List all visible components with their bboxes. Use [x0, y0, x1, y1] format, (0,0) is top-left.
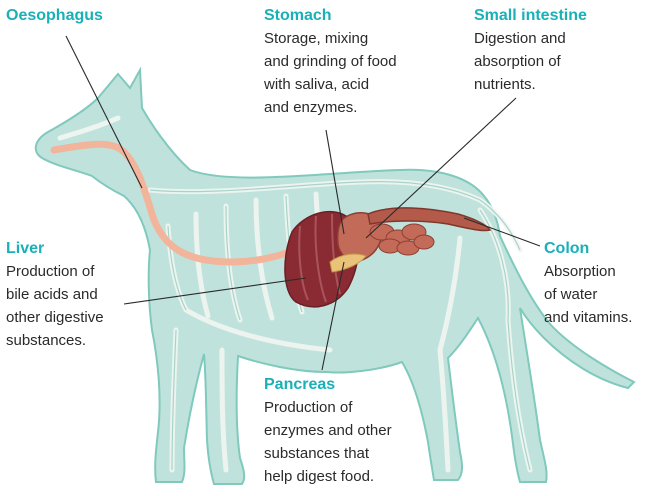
liver-title: Liver	[6, 237, 104, 260]
label-pancreas: Pancreas Production of enzymes and other…	[264, 373, 392, 488]
stomach-title: Stomach	[264, 4, 397, 27]
pancreas-description: Production of enzymes and other substanc…	[264, 396, 392, 488]
colon-title: Colon	[544, 237, 632, 260]
label-colon: Colon Absorption of water and vitamins.	[544, 237, 632, 329]
liver-description: Production of bile acids and other diges…	[6, 260, 104, 352]
label-small-intestine: Small intestine Digestion and absorption…	[474, 4, 587, 96]
label-liver: Liver Production of bile acids and other…	[6, 237, 104, 352]
small-intestine-title: Small intestine	[474, 4, 587, 27]
oesophagus-title: Oesophagus	[6, 4, 103, 27]
label-stomach: Stomach Storage, mixing and grinding of …	[264, 4, 397, 119]
colon-description: Absorption of water and vitamins.	[544, 260, 632, 329]
pancreas-title: Pancreas	[264, 373, 392, 396]
small-intestine-description: Digestion and absorption of nutrients.	[474, 27, 587, 96]
label-oesophagus: Oesophagus	[6, 4, 103, 27]
stomach-description: Storage, mixing and grinding of food wit…	[264, 27, 397, 119]
